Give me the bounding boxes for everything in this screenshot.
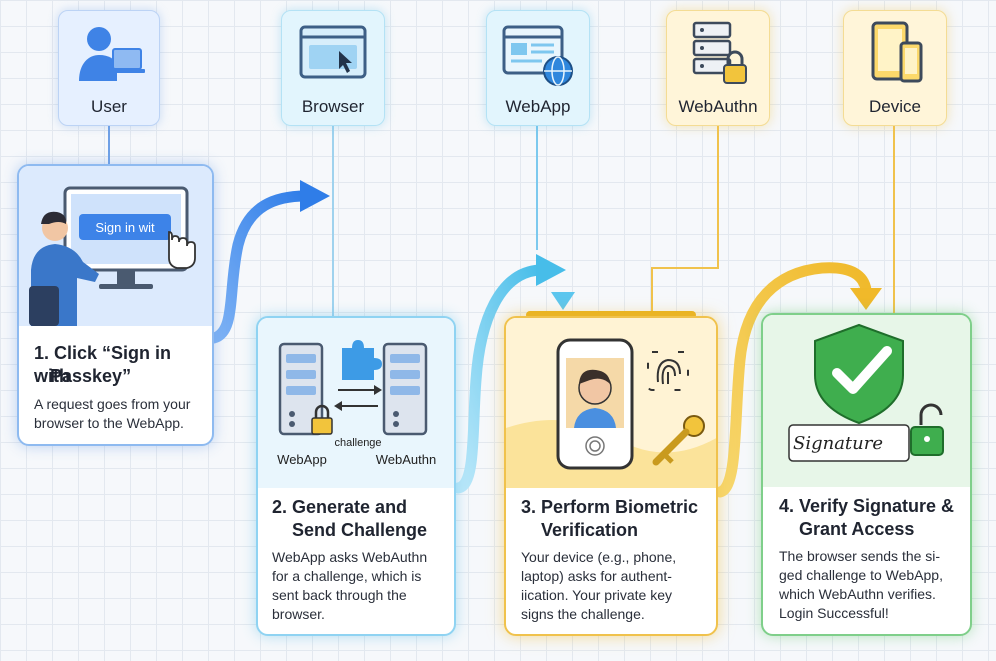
key-icon <box>652 415 705 466</box>
step-body: A request goes from your <box>34 396 191 412</box>
challenge-label: challenge <box>334 437 381 449</box>
step-title: 2. Generate and <box>272 497 408 517</box>
step-body: iication. Your private key <box>521 587 672 603</box>
phone-face-icon <box>556 338 634 470</box>
actor-label: Device <box>869 97 921 116</box>
webapp-art-label: WebApp <box>277 452 327 467</box>
step-title: Grant Access <box>799 519 915 539</box>
step-body: The browser sends the si- <box>779 548 941 564</box>
step-body: Login Successful! <box>779 605 889 621</box>
user-laptop-icon <box>79 27 145 81</box>
step-body: browser to the WebApp. <box>34 415 184 431</box>
flow-arrowhead-2 <box>536 254 566 286</box>
browser-window-icon <box>299 25 367 79</box>
step-card-2: challenge WebApp WebAuthn 2. Generate an… <box>256 316 456 636</box>
step-body: which WebAuthn verifies. <box>779 586 936 602</box>
step-body: signs the challenge. <box>521 606 645 622</box>
shield-check-icon <box>814 323 904 425</box>
flow-arrowhead-1 <box>300 180 330 212</box>
flow-arrowhead-2b <box>551 292 575 310</box>
server-lock-icon <box>692 21 747 84</box>
step-title: 4. Verify Signature & <box>779 496 955 516</box>
actor-user: User <box>58 10 160 126</box>
step-card-4: Signature 4. Verify Signature & Grant Ac… <box>761 313 972 636</box>
sign-in-button-art: Sign in wit <box>95 220 155 235</box>
step-body: for a challenge, which is <box>272 568 422 584</box>
webauthn-art-label: WebAuthn <box>376 452 436 467</box>
actor-label: User <box>91 97 127 116</box>
step-body: Your device (e.g., phone, <box>521 549 677 565</box>
unlocked-padlock-icon <box>910 403 944 456</box>
actor-browser: Browser <box>281 10 385 126</box>
actor-label: WebAuthn <box>678 97 758 116</box>
actor-webapp: WebApp <box>486 10 590 126</box>
step-title: 3. Perform Biometric <box>521 497 699 517</box>
step-card-1: Sign in wit 1. Click “Sign in with Passk… <box>17 164 214 446</box>
step-card-3: 3. Perform Biometric Verification Your d… <box>504 316 718 636</box>
webauthn-server-icon <box>382 342 428 436</box>
webauthn-lifeline <box>651 126 719 316</box>
step-body: WebApp asks WebAuthn <box>272 549 428 565</box>
challenge-exchange-illustration: challenge WebApp WebAuthn <box>258 318 454 488</box>
devices-icon <box>871 21 923 83</box>
step-title: Send Challenge <box>292 520 428 540</box>
flow-arrowhead-3 <box>850 288 882 310</box>
step-title: Verification <box>541 520 639 540</box>
step-title: 1. Click “Sign in with <box>34 343 172 386</box>
lock-icon <box>311 404 333 435</box>
step-body: browser. <box>272 606 325 622</box>
actor-webauthn: WebAuthn <box>666 10 770 126</box>
signature-art: Signature <box>793 433 883 454</box>
webapp-server-icon <box>278 342 324 436</box>
biometric-illustration <box>506 318 716 488</box>
step-body: laptop) asks for authent- <box>521 568 672 584</box>
puzzle-piece-icon <box>342 340 382 380</box>
flow-arrow-2 <box>452 264 546 494</box>
webapp-globe-icon <box>502 25 573 86</box>
flow-arrow-1 <box>208 190 312 344</box>
actor-label: Browser <box>301 97 365 116</box>
flow-arrow-3 <box>714 262 872 498</box>
step-body: ged challenge to WebApp, <box>779 567 943 583</box>
verified-access-illustration: Signature <box>763 315 970 487</box>
step-body: sent back through the <box>272 587 407 603</box>
click-sign-in-illustration: Sign in wit <box>19 166 212 326</box>
step-title: Passkey” <box>50 366 132 386</box>
actor-device: Device <box>843 10 947 126</box>
fingerprint-icon <box>647 351 689 391</box>
actor-label: WebApp <box>505 97 571 116</box>
